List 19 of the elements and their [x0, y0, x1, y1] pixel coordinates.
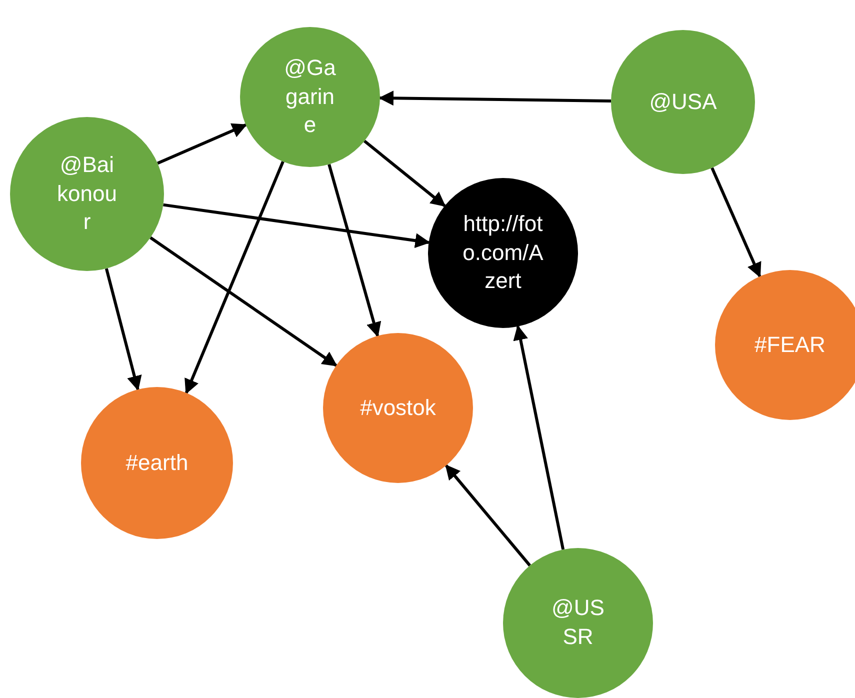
node-label: @Baikonour: [56, 151, 118, 236]
node-label: http://foto.com/Azert: [462, 210, 544, 296]
node-label: @Gagarine: [283, 54, 337, 140]
arrow: [163, 203, 430, 248]
node-label: #earth: [124, 448, 190, 477]
arrow: [184, 161, 284, 394]
arrow: [378, 90, 612, 106]
arrow: [157, 123, 248, 165]
arrow: [150, 236, 338, 367]
arrow: [445, 464, 531, 566]
arrow: [364, 140, 446, 208]
node-label: @USA: [648, 88, 718, 116]
arrow: [328, 164, 382, 338]
arrow: [513, 325, 565, 550]
arrow: [710, 167, 762, 278]
node-label: #FEAR: [754, 330, 826, 359]
arrow: [104, 268, 142, 391]
node-label: @USSR: [550, 594, 606, 651]
node-label: #vostok: [359, 394, 437, 422]
